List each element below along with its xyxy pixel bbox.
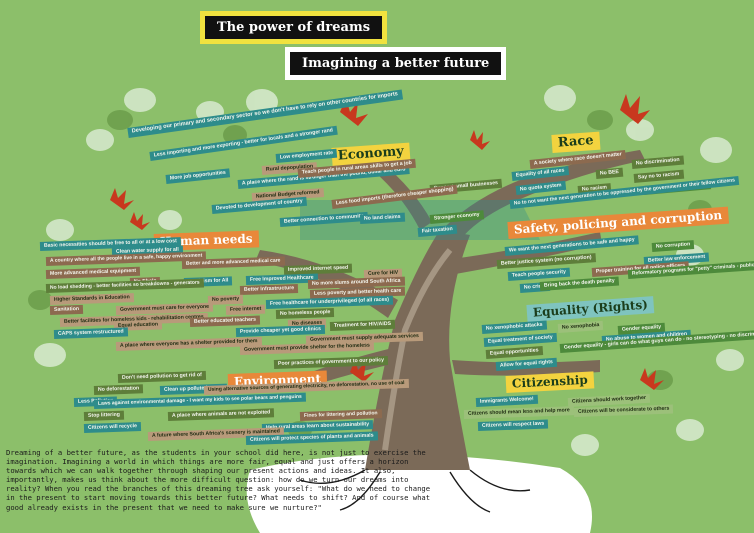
environment-statement: Stop littering [83, 410, 125, 422]
human-needs-statement: No poverty [207, 294, 244, 306]
caption: Dreaming of a better future, as the stud… [6, 448, 431, 512]
teal-band [300, 200, 540, 240]
human-needs-statement: Sanitation [49, 304, 84, 316]
subtitle-banner: Imagining a better future [290, 52, 502, 75]
title-banner: The power of dreams [205, 16, 383, 39]
human-needs-statement: Free internet [225, 304, 266, 316]
race-label: Race [551, 131, 601, 154]
citizenship-label-text: Citizenship [511, 372, 589, 391]
ground [246, 454, 592, 533]
roots [299, 469, 531, 513]
trunk-highlight [382, 248, 453, 451]
environment-statement: No deforestation [93, 384, 144, 396]
title: The power of dreams [217, 20, 371, 35]
race-label-text: Race [557, 133, 595, 151]
subtitle: Imagining a better future [302, 56, 490, 71]
